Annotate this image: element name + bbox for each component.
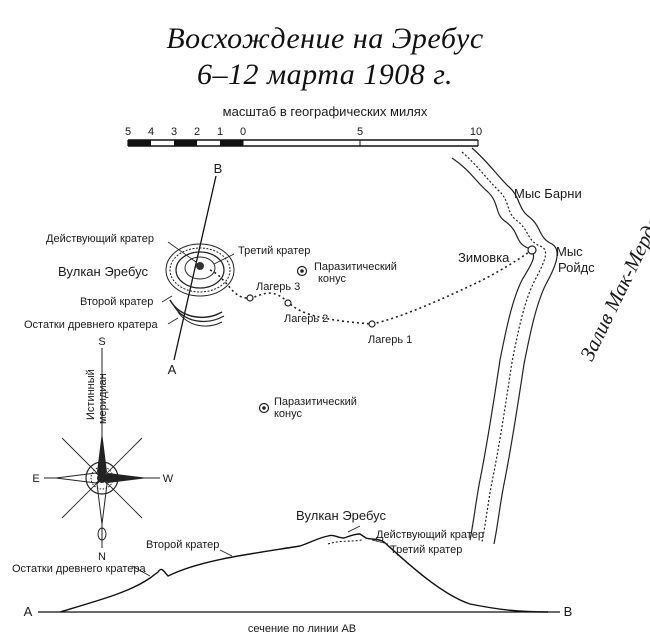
camp3-label: Лагерь 3 bbox=[256, 281, 300, 293]
winter-quarters-marker bbox=[527, 245, 537, 255]
camp2-marker bbox=[284, 299, 292, 307]
erebus-crater bbox=[165, 243, 235, 327]
point-a-label: A bbox=[168, 362, 177, 377]
profile-caption: сечение по линии AB bbox=[248, 623, 356, 635]
camp3-marker bbox=[246, 294, 254, 302]
scale-tick-label: 2 bbox=[194, 126, 200, 138]
scale-tick-label: 5 bbox=[125, 126, 131, 138]
scale-label: масштаб в географических милях bbox=[222, 104, 428, 119]
cape-royds-label: Мыс bbox=[556, 244, 583, 259]
profile-end-a-label: A bbox=[24, 604, 33, 619]
profile-active-crater-label: Действующий кратер bbox=[376, 529, 484, 541]
second-crater-label: Второй кратер bbox=[80, 296, 153, 308]
meridian-label: Истинный bbox=[85, 369, 97, 420]
section-line-ab bbox=[173, 175, 217, 361]
cross-section-profile bbox=[38, 525, 560, 613]
parasitic-cone-label: Паразитический bbox=[314, 261, 397, 273]
scale-tick-label: 0 bbox=[240, 126, 246, 138]
map-title-line1: Восхождение на Эребус bbox=[166, 22, 484, 55]
profile-ancient-crater-label: Остатки древнего кратера bbox=[12, 563, 146, 575]
camp1-marker bbox=[368, 320, 376, 328]
parasitic-cone-label: Паразитический bbox=[274, 396, 357, 408]
scale-bar: 5 4 3 2 1 0 5 10 bbox=[125, 126, 482, 147]
parasitic-cone-label: конус bbox=[274, 408, 303, 420]
scale-tick-label: 4 bbox=[148, 126, 154, 138]
compass-n-label: N bbox=[98, 551, 106, 563]
volcano-label: Вулкан Эребус bbox=[58, 264, 148, 279]
bay-label: Залив Мак-Мердо bbox=[575, 212, 650, 364]
scale-tick-label: 3 bbox=[171, 126, 177, 138]
cape-royds-label: Ройдс bbox=[558, 260, 595, 275]
scale-tick-label: 1 bbox=[217, 126, 223, 138]
coastline bbox=[451, 147, 558, 545]
active-crater-label: Действующий кратер bbox=[46, 233, 154, 245]
parasitic-cone-marker bbox=[296, 265, 308, 277]
parasitic-cone-marker bbox=[258, 402, 270, 414]
profile-third-crater-label: Третий кратер bbox=[390, 544, 462, 556]
camp1-label: Лагерь 1 bbox=[368, 334, 412, 346]
parasitic-cone-label: конус bbox=[318, 273, 347, 285]
scale-tick-label: 5 bbox=[357, 126, 363, 138]
profile-end-b-label: B bbox=[564, 604, 573, 619]
third-crater-label: Третий кратер bbox=[238, 245, 310, 257]
profile-volcano-label: Вулкан Эребус bbox=[296, 508, 386, 523]
compass-e-label: E bbox=[32, 473, 39, 485]
ancient-crater-label: Остатки древнего кратера bbox=[24, 319, 158, 331]
compass-w-label: W bbox=[163, 473, 174, 485]
profile-second-crater-label: Второй кратер bbox=[146, 539, 219, 551]
map-title-line2: 6–12 марта 1908 г. bbox=[196, 58, 454, 91]
compass-rose bbox=[44, 348, 160, 548]
point-b-label: B bbox=[214, 161, 223, 176]
winter-quarters-label: Зимовка bbox=[458, 250, 510, 265]
meridian-label: меридиан bbox=[97, 373, 109, 424]
scale-tick-label: 10 bbox=[470, 126, 482, 138]
camp2-label: Лагерь 2 bbox=[284, 313, 328, 325]
cape-barne-label: Мыс Барни bbox=[514, 186, 582, 201]
compass-s-label: S bbox=[98, 336, 105, 348]
leader-lines bbox=[161, 241, 235, 325]
